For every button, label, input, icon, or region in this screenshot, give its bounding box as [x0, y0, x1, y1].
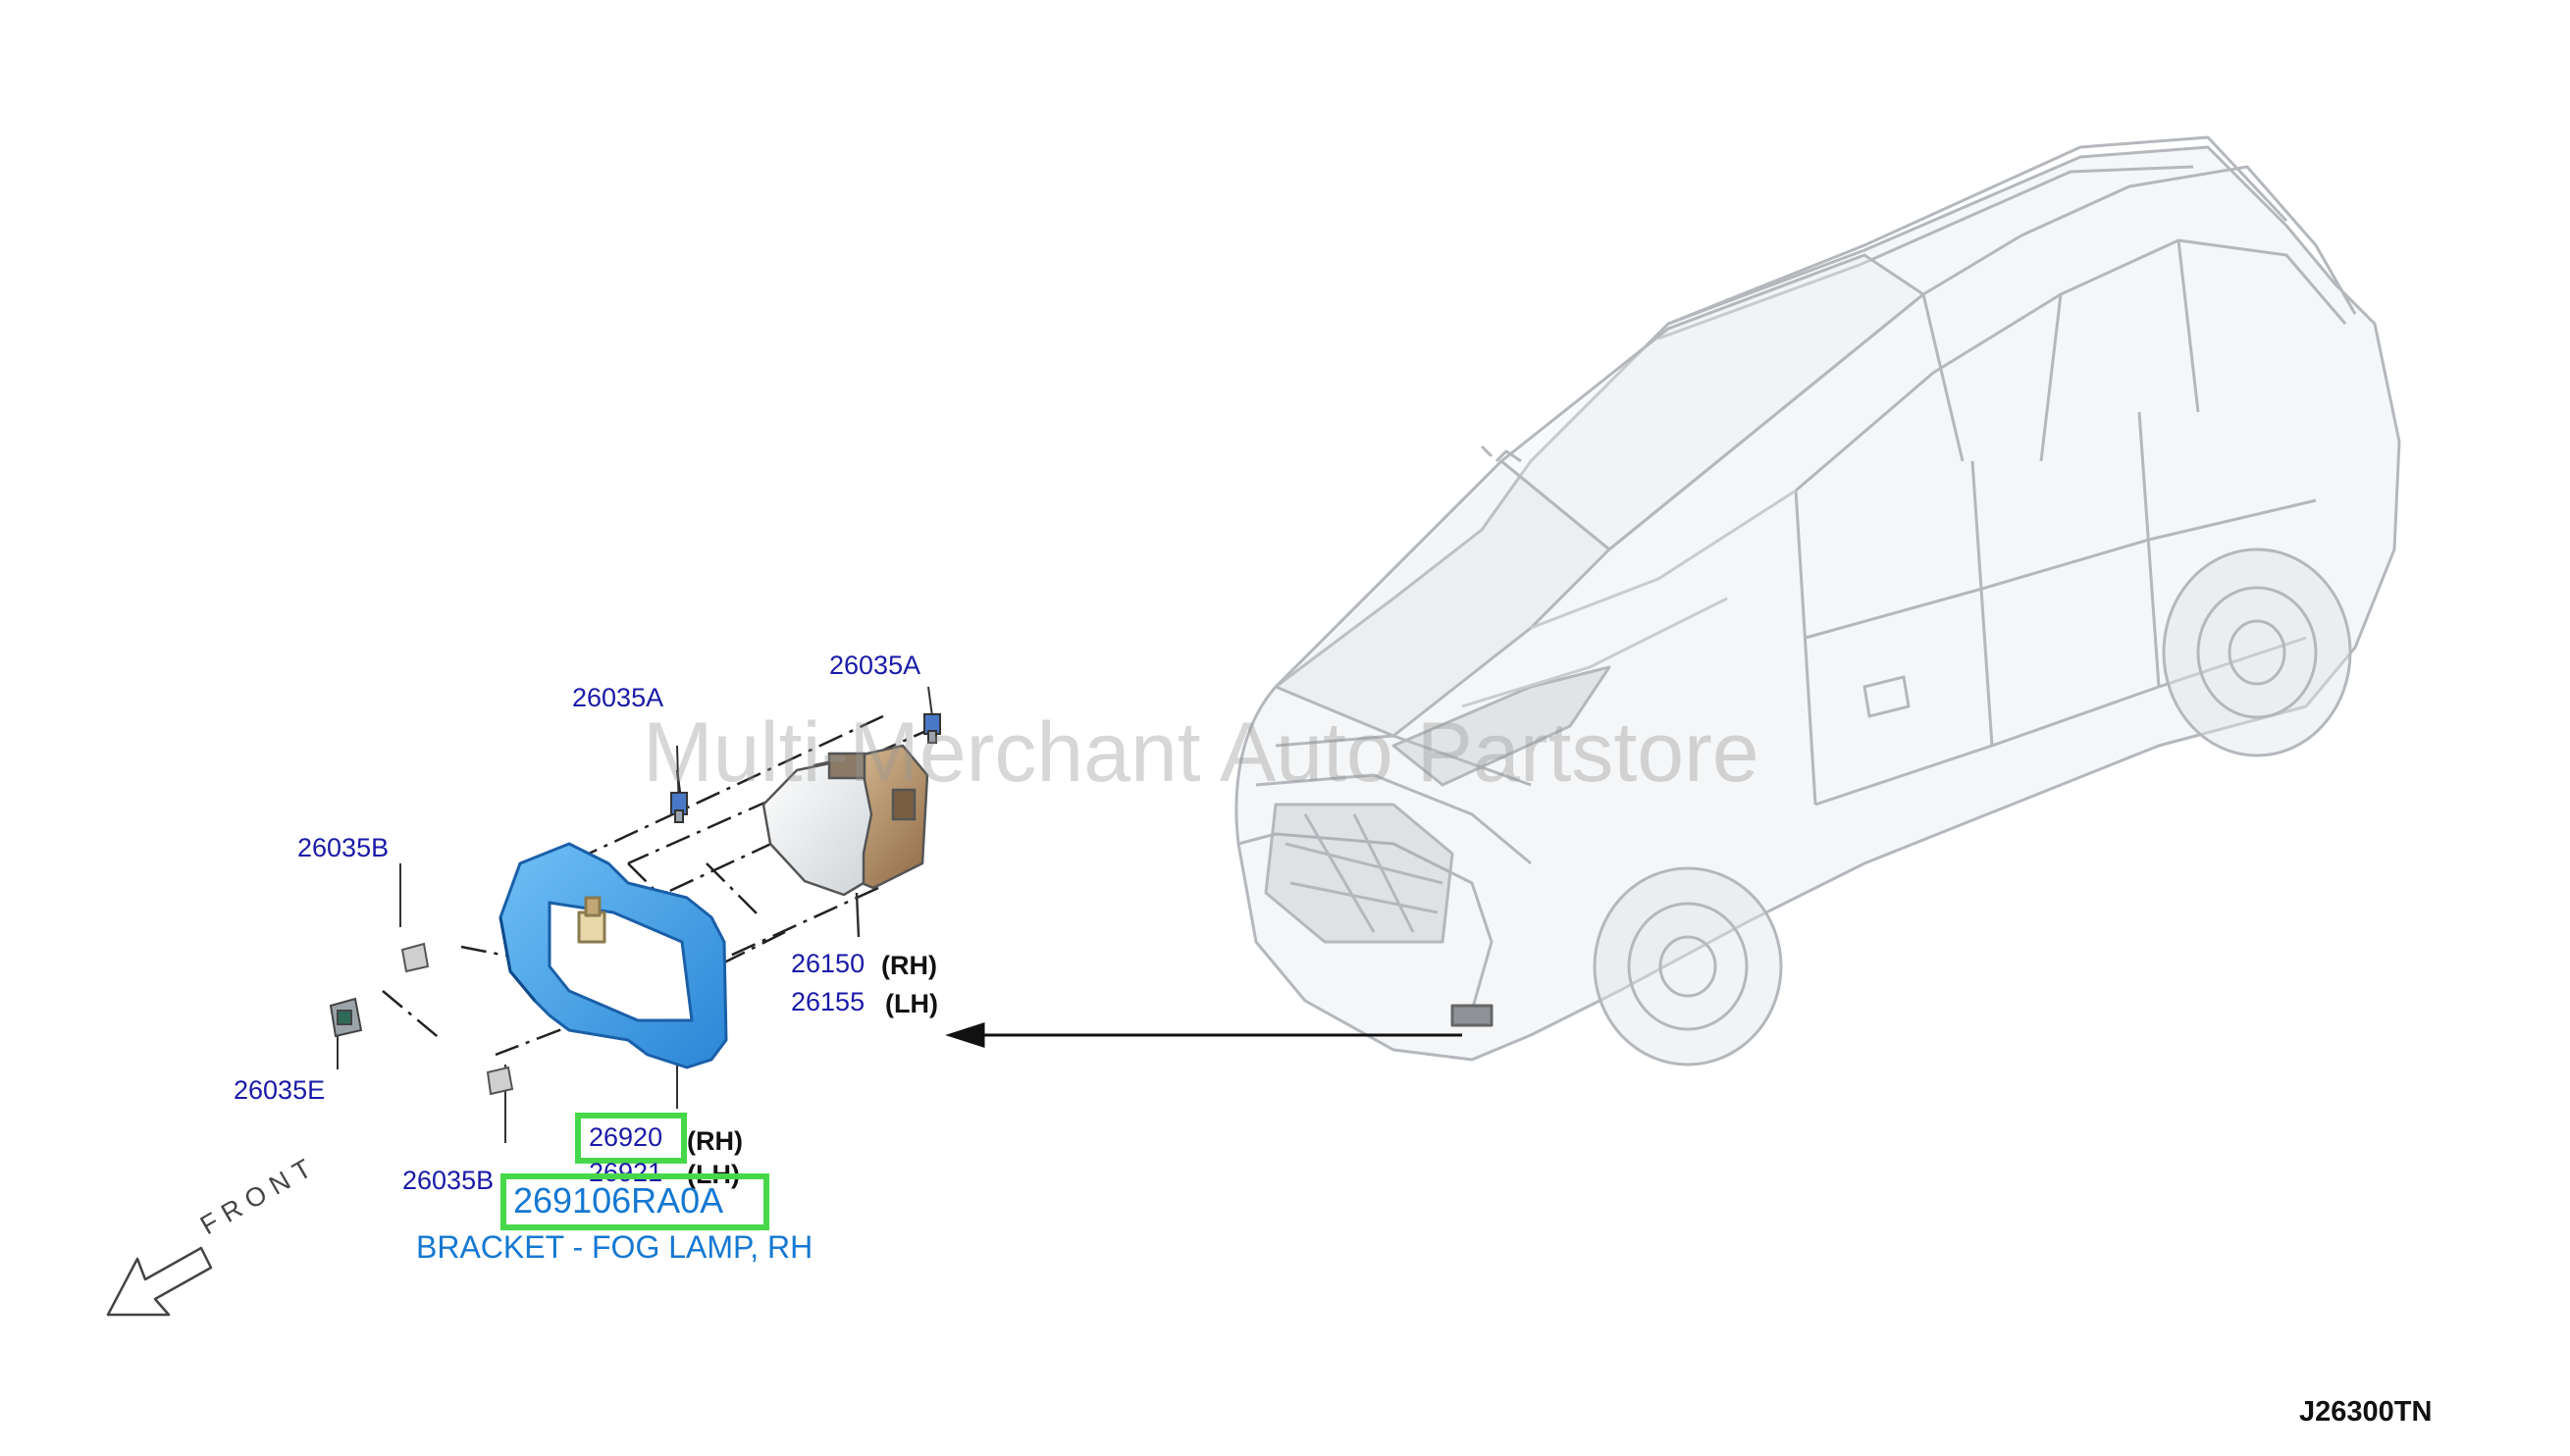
part-number-26035a-right[interactable]: 26035A — [829, 650, 921, 680]
bolt-26035a-left — [670, 745, 688, 823]
side-label-rh-lamp: (RH) — [881, 951, 937, 980]
diagram-code: J26300TN — [2299, 1396, 2433, 1428]
highlighted-part-number[interactable]: 269106RA0A — [513, 1180, 724, 1221]
part-number-26921[interactable]: 26921 — [589, 1158, 663, 1187]
part-number-26150[interactable]: 26150 — [791, 949, 865, 978]
bolt-26035a-right — [923, 686, 941, 744]
fog-lamp-illustration — [761, 744, 929, 938]
vehicle-outline — [1234, 135, 2401, 1066]
front-arrow-icon — [106, 1246, 213, 1317]
part-number-26035a-left[interactable]: 26035A — [572, 683, 664, 712]
clip-26035b-upper — [400, 942, 430, 973]
highlight-box-26920 — [575, 1113, 687, 1164]
part-number-26920[interactable]: 26920 — [589, 1122, 663, 1152]
highlighted-part-description: BRACKET - FOG LAMP, RH — [416, 1229, 813, 1265]
bracket-illustration — [498, 842, 728, 1069]
part-number-26035b-lower[interactable]: 26035B — [402, 1166, 495, 1195]
part-number-26035b-upper[interactable]: 26035B — [297, 833, 390, 862]
highlight-box-main-part — [500, 1173, 769, 1230]
part-number-26035e[interactable]: 26035E — [234, 1075, 326, 1105]
clip-26035e — [329, 997, 363, 1038]
clip-26035b-lower — [486, 1066, 514, 1096]
side-label-rh-bracket: (RH) — [687, 1126, 743, 1156]
part-number-26155[interactable]: 26155 — [791, 987, 865, 1016]
callout-arrow — [945, 1021, 1462, 1049]
side-label-lh-lamp: (LH) — [885, 989, 938, 1018]
